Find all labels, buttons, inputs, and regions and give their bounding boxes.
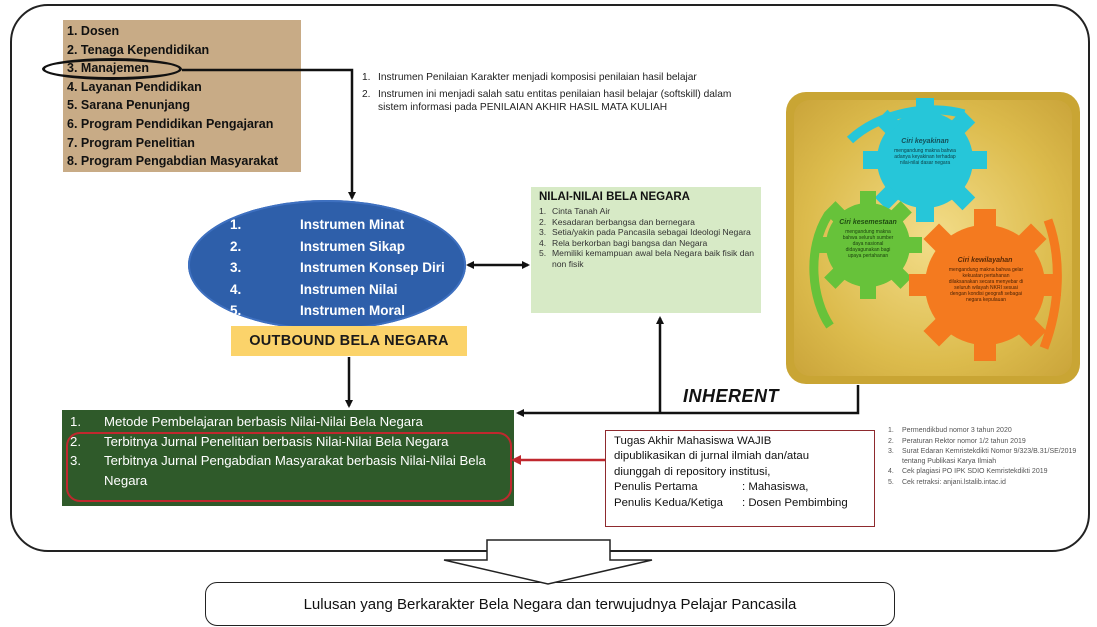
assessment-notes: 1.Instrumen Penilaian Karakter menjadi k… — [362, 71, 732, 118]
nilai-title: NILAI-NILAI BELA NEGARA — [539, 191, 690, 203]
reference-item: 5.Cek retraksi: anjani.lstalib.intac.id — [888, 478, 1006, 486]
cycle-arrow-green — [809, 212, 834, 329]
list-item: 4. Layanan Pendidikan — [67, 79, 202, 94]
manajemen-highlight-oval — [42, 58, 182, 80]
tugas-line: diunggah di repository institusi, — [614, 465, 771, 478]
gear-kewilayahan-text: mengandung makna bahwa gelar kekuatan pe… — [948, 267, 1024, 303]
nilai-item: 2.Kesadaran berbangsa dan bernegara — [539, 216, 695, 227]
tugas-line: Tugas Akhir Mahasiswa WAJIB — [614, 435, 772, 447]
nilai-item: 1.Cinta Tanah Air — [539, 206, 611, 216]
instrument-list: 1.Instrumen Minat 2.Instrumen Sikap 3.In… — [230, 214, 470, 322]
reference-item: 1.Permendikbud nomor 3 tahun 2020 — [888, 427, 1012, 434]
instrument-item: 5.Instrumen Moral — [230, 303, 406, 319]
gear-kesemestaan-text: mengandung makna bahwa seluruh sumber da… — [842, 229, 894, 259]
list-item: 6. Program Pendidikan Pengajaran — [67, 116, 274, 131]
outbound-label: OUTBOUND BELA NEGARA — [231, 326, 467, 356]
gear-keyakinan-text: mengandung makna bahwa adanya keyakinan … — [894, 148, 956, 166]
reference-item: 3.Surat Edaran Kemristekdikti Nomor 9/32… — [888, 448, 1077, 465]
note-item: 1.Instrumen Penilaian Karakter menjadi k… — [362, 72, 697, 83]
instrument-item: 4.Instrumen Nilai — [230, 281, 398, 297]
gear-kesemestaan-title: Ciri kesemestaan — [839, 219, 897, 226]
instrument-item: 1.Instrumen Minat — [230, 217, 405, 232]
penulis-row: Penulis Pertama: Mahasiswa, — [614, 481, 809, 494]
penulis-row: Penulis Kedua/Ketiga: Dosen Pembimbing — [614, 496, 848, 509]
instrument-item: 2.Instrumen Sikap — [230, 238, 406, 254]
tugas-line: dipublikasikan di jurnal ilmiah dan/atau — [614, 450, 810, 463]
gear-kewilayahan — [909, 209, 1061, 361]
instrument-item: 3.Instrumen Konsep Diri — [230, 260, 445, 276]
list-item: 5. Sarana Penunjang — [67, 98, 190, 113]
outcome-item: 3.Terbitnya Jurnal Pengabdian Masyarakat… — [70, 453, 486, 488]
references-list: 1.Permendikbud nomor 3 tahun 2020 2.Pera… — [888, 426, 1088, 488]
nilai-item: 5.Memiliki kemampuan awal bela Negara ba… — [539, 248, 755, 269]
list-item: 8. Program Pengabdian Masyarakat — [67, 154, 279, 169]
nilai-item: 3.Setia/yakin pada Pancasila sebagai Ide… — [539, 227, 751, 238]
list-item: 2. Tenaga Kependidikan — [67, 42, 210, 57]
nilai-bela-negara-box: NILAI-NILAI BELA NEGARA 1.Cinta Tanah Ai… — [531, 187, 761, 313]
list-item: 1. Dosen — [67, 24, 120, 38]
outcomes-box: 1.Metode Pembelajaran berbasis Nilai-Nil… — [62, 410, 514, 506]
list-item: 7. Program Penelitian — [67, 135, 195, 150]
inherent-label: INHERENT — [683, 386, 780, 406]
gear-keyakinan-title: Ciri keyakinan — [901, 138, 948, 145]
down-arrow — [443, 539, 653, 585]
instrument-ellipse — [188, 200, 466, 330]
connector-inherent — [516, 385, 860, 417]
note-item: 2.Instrumen ini menjadi salah satu entit… — [362, 88, 732, 114]
nilai-item: 4.Rela berkorban bagi bangsa dan Negara — [539, 237, 708, 248]
reference-item: 2.Peraturan Rektor nomor 1/2 tahun 2019 — [888, 437, 1026, 445]
tugas-akhir-box: Tugas Akhir Mahasiswa WAJIB dipublikasik… — [605, 430, 875, 527]
outcome-item: 1.Metode Pembelajaran berbasis Nilai-Nil… — [70, 414, 423, 429]
journal-highlight-outline — [66, 432, 512, 502]
reference-item: 4.Cek plagiasi PO IPK SDIO Kemristekdikt… — [888, 468, 1048, 475]
stakeholder-list: 1. Dosen 2. Tenaga Kependidikan 3. Manaj… — [63, 20, 301, 172]
cycle-arrow-cyan — [846, 105, 966, 144]
gear-kesemestaan — [814, 191, 922, 299]
connector-manajemen-to-instruments — [182, 68, 356, 200]
gear-kewilayahan-title: Ciri kewilayahan — [958, 257, 1013, 264]
